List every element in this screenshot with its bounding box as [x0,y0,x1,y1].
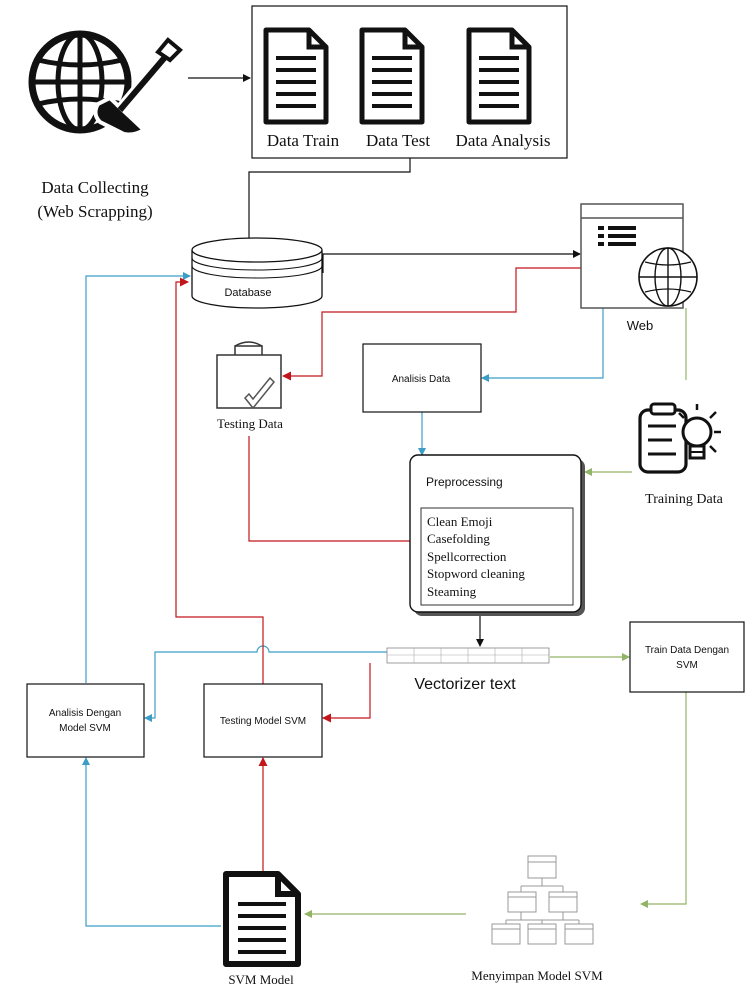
arrow-database-to-web [322,250,581,273]
analisis-svm-label: Model SVM [59,723,111,734]
document-icon [263,27,329,125]
arrow-web-to-testing-data [282,267,581,381]
document-icon [223,871,301,967]
database-cylinder-icon [191,237,323,309]
data-collecting-label: Data Collecting [41,178,149,197]
document-icon [466,27,532,125]
train-svm-box [629,621,745,693]
clipboard-lightbulb-icon [638,402,721,474]
arrow-analisis-svm-to-database [85,272,191,683]
database-label: Database [224,287,271,299]
analisis-svm-box [26,683,145,758]
preprocessing-steps-box [420,507,574,606]
line-vectorizer-to-analisis-svm [144,645,387,722]
browser-globe-icon [580,203,698,309]
arrow-vectorizer-to-testing-svm [322,663,371,723]
preprocessing-step: Stopword cleaning [427,566,525,581]
web-label: Web [627,318,654,333]
train-svm-label: Train Data Dengan [645,645,729,656]
hierarchy-icon [491,855,594,945]
connectors [82,74,687,927]
preprocessing-step: Spellcorrection [427,549,507,564]
menyimpan-label: Menyimpan Model SVM [471,968,603,983]
vectorizer-table-icon [386,647,550,664]
shopping-bag-check-icon [216,341,282,410]
arrow-svm-model-to-analisis-svm [82,757,221,927]
train-svm-label: SVM [676,660,698,671]
svm-model-label: SVM Model [228,972,294,987]
testing-svm-label: Testing Model SVM [220,716,306,727]
vectorizer-label: Vectorizer text [414,676,516,693]
preprocessing-title: Preprocessing [426,475,503,489]
analisis-data-label: Analisis Data [392,374,451,385]
analisis-data-box [362,343,482,413]
preprocessing-step: Steaming [427,584,477,599]
line-testing-data-to-preprocessing [248,436,410,542]
web-scrapping-label: (Web Scrapping) [37,202,152,221]
doc-analysis-label: Data Analysis [456,131,551,150]
doc-train-label: Data Train [267,131,340,150]
arrow-web-to-analisis-data [481,308,604,382]
testing-data-label: Testing Data [217,416,283,431]
document-icon [359,27,425,125]
doc-test-label: Data Test [366,131,430,150]
arrow-testing-svm-to-database [175,277,264,684]
line-docs-to-database [248,158,411,240]
preprocessing-step: Casefolding [427,531,490,546]
analisis-svm-label: Analisis Dengan [49,708,121,719]
globe-with-shovel-icon [28,30,183,137]
testing-svm-box [203,683,323,758]
arrow-train-svm-to-menyimpan [640,692,687,908]
training-data-label: Training Data [645,492,723,507]
preprocessing-step: Clean Emoji [427,514,493,529]
